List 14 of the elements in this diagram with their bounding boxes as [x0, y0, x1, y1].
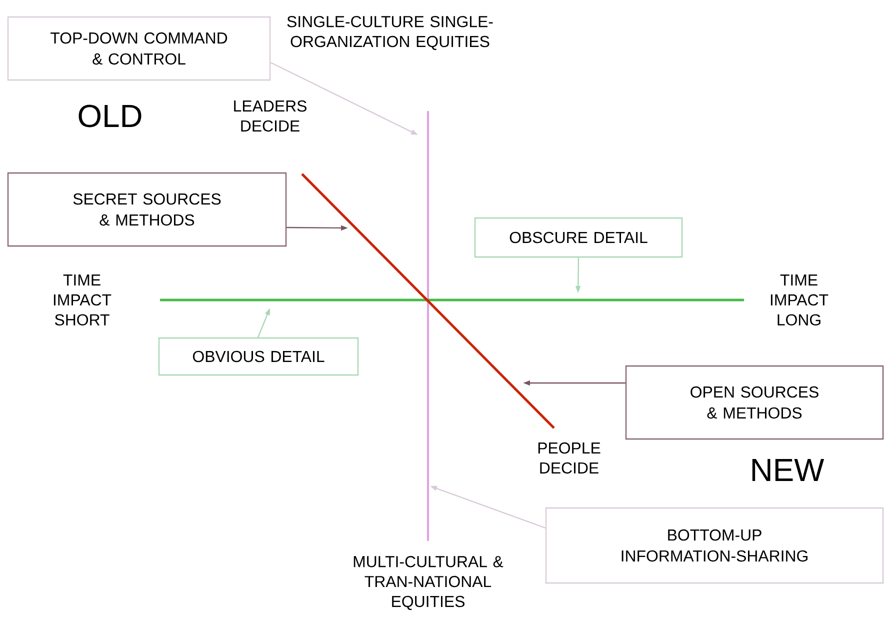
- heading: OLD: [78, 104, 142, 128]
- axis-label: SINGLE-CULTURE SINGLE-ORGANIZATION EQUITIES: [287, 16, 493, 50]
- text-box: OBSCURE DETAIL: [474, 217, 683, 258]
- heading: NEW: [752, 459, 824, 481]
- text-box: OBVIOUS DETAIL: [158, 337, 359, 376]
- text-box: OPEN SOURCES & METHODS: [625, 365, 884, 440]
- axis-label: TIME IMPACT SHORT: [54, 274, 112, 326]
- axis-label: MULTI-CULTURAL & TRAN-NATIONAL EQUITIES: [354, 556, 504, 610]
- text-box: SECRET SOURCES & METHODS: [7, 172, 287, 247]
- text-box: TOP-DOWN COMMAND & CONTROL: [7, 16, 271, 81]
- axis-label: TIME IMPACT LONG: [770, 274, 828, 326]
- axis-label: LEADERS DECIDE: [234, 100, 306, 132]
- axis-label: PEOPLE DECIDE: [538, 442, 600, 474]
- text-box: BOTTOM-UP INFORMATION-SHARING: [545, 507, 884, 584]
